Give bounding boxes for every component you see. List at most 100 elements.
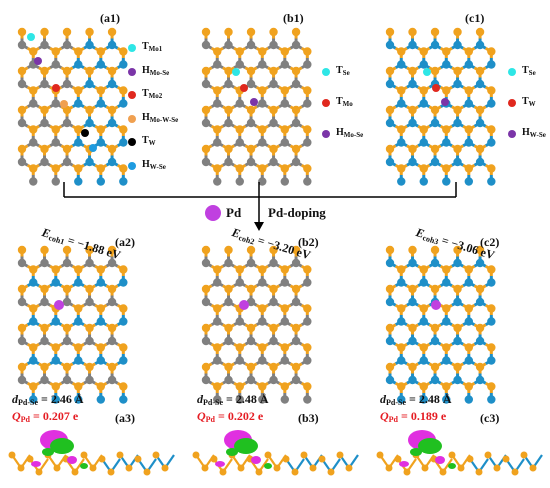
lattice-b2-atom xyxy=(213,278,222,287)
lattice-c2-atom xyxy=(487,304,496,313)
lattice-b1-atom xyxy=(224,40,233,50)
lattice-b2-atom xyxy=(258,382,267,391)
lattice-b2-atom xyxy=(201,336,211,346)
lattice-a2-atom xyxy=(119,265,128,274)
lattice-a1-atom xyxy=(51,125,60,134)
panel-label-c3: (c3) xyxy=(480,411,500,425)
site-tw xyxy=(81,129,89,137)
lattice-b2-atom xyxy=(235,382,244,391)
lattice-c2-atom xyxy=(453,375,462,385)
lattice-c2-atom xyxy=(430,284,440,294)
side-c3-atom xyxy=(385,464,393,472)
lattice-b2-atom xyxy=(269,284,278,294)
lattice-b1-atom xyxy=(246,27,256,37)
side-c3-atom xyxy=(475,468,483,476)
lattice-a1-atom xyxy=(107,118,117,128)
lattice-a1-atom xyxy=(119,99,128,108)
lattice-a1-atom xyxy=(85,105,94,115)
lattice-b1-atom xyxy=(235,125,244,134)
lattice-a2-atom xyxy=(96,343,106,352)
lattice-a1-atom xyxy=(29,99,38,108)
legend-label: TMo xyxy=(336,96,353,108)
side-a3-atom xyxy=(161,464,169,472)
side-a3-charge-neg-small xyxy=(80,463,88,469)
lattice-c1-atom xyxy=(419,99,428,108)
lattice-a1-atom xyxy=(40,40,49,50)
lattice-a2-atom xyxy=(74,395,83,404)
lattice-c1-atom xyxy=(442,125,451,134)
lattice-a1-atom xyxy=(51,138,60,147)
lattice-a2-atom xyxy=(62,323,72,333)
lattice-a2-atom xyxy=(119,356,128,365)
lattice-a2-atom xyxy=(40,245,49,255)
lattice-b1-atom xyxy=(246,157,256,167)
lattice-b1-atom xyxy=(269,66,278,76)
lattice-c1-atom xyxy=(419,164,428,173)
lattice-c2-atom xyxy=(408,336,417,346)
lattice-a2-atom xyxy=(74,343,83,352)
lattice-a2-atom xyxy=(40,323,49,333)
lattice-c2-atom xyxy=(442,343,451,352)
lattice-c1-atom xyxy=(385,66,395,76)
lattice-c2-atom xyxy=(487,395,496,404)
lattice-c2-atom xyxy=(464,343,474,352)
lattice-b2-atom xyxy=(269,375,278,385)
lattice-b1-atom xyxy=(280,138,290,147)
lattice-a2-atom xyxy=(107,258,117,268)
lattice-c2-atom xyxy=(385,297,395,307)
lattice-a1-atom xyxy=(40,105,49,115)
lattice-c2-atom xyxy=(419,356,428,365)
lattice-b1-atom xyxy=(213,99,222,108)
pd-doping-label: Pd-doping xyxy=(268,205,326,220)
lattice-a2-atom xyxy=(107,375,117,385)
lattice-c2-atom xyxy=(430,245,440,255)
lattice-b2-atom xyxy=(235,356,244,365)
lattice-a2-atom xyxy=(29,304,38,313)
lattice-b1-atom xyxy=(224,105,233,115)
lattice-a1-atom xyxy=(40,79,49,89)
side-b3-atom xyxy=(291,468,299,476)
lattice-b1-atom xyxy=(258,47,267,56)
lattice-c2-atom xyxy=(464,304,474,313)
side-b3-charge-pos-small xyxy=(251,456,261,464)
arrow-head xyxy=(254,222,264,231)
lattice-c2-atom xyxy=(487,278,496,287)
lattice-a2-atom xyxy=(40,375,49,385)
lattice-b2-atom xyxy=(201,284,211,294)
lattice-b1-atom xyxy=(291,66,301,76)
legend-label: TSe xyxy=(336,65,350,77)
lattice-c2-atom xyxy=(408,258,417,268)
lattice-a1-atom xyxy=(29,138,38,147)
lattice-b2-atom xyxy=(224,284,233,294)
lattice-a1-atom xyxy=(17,118,27,128)
site-hwse xyxy=(89,144,97,152)
lattice-c2-atom xyxy=(464,278,474,287)
side-c3-charge-neg-small xyxy=(448,463,456,469)
lattice-c1-atom xyxy=(442,164,451,173)
bond-c: dPd-Se = 2.48 Å xyxy=(380,392,452,407)
lattice-c1-atom xyxy=(464,164,474,173)
lattice-b1-atom xyxy=(280,86,290,95)
lattice-b2-atom xyxy=(291,284,301,294)
lattice-b2-atom xyxy=(213,304,222,313)
lattice-a1-atom xyxy=(17,105,27,115)
lattice-b1-atom xyxy=(213,125,222,134)
legend-dot xyxy=(508,130,516,138)
side-b3-atom xyxy=(237,464,245,472)
lattice-a2-atom xyxy=(17,245,27,255)
lattice-c1-atom xyxy=(397,177,406,186)
lattice-a1-atom xyxy=(85,118,94,128)
lattice-c2-atom xyxy=(453,336,462,346)
lattice-b1-atom xyxy=(246,144,256,154)
lattice-c2-atom xyxy=(453,258,462,268)
lattice-a1-atom xyxy=(17,144,27,154)
lattice-b2-atom xyxy=(280,265,290,274)
panel-label-c2: (c2) xyxy=(480,235,500,249)
lattice-c2-atom xyxy=(419,304,428,313)
lattice-b1-atom xyxy=(280,164,290,173)
lattice-b2-atom xyxy=(201,297,211,307)
side-c3-atom xyxy=(457,464,465,472)
lattice-a1-atom xyxy=(17,40,27,50)
lattice-c2-atom xyxy=(442,278,451,287)
lattice-b1-atom xyxy=(303,138,312,147)
